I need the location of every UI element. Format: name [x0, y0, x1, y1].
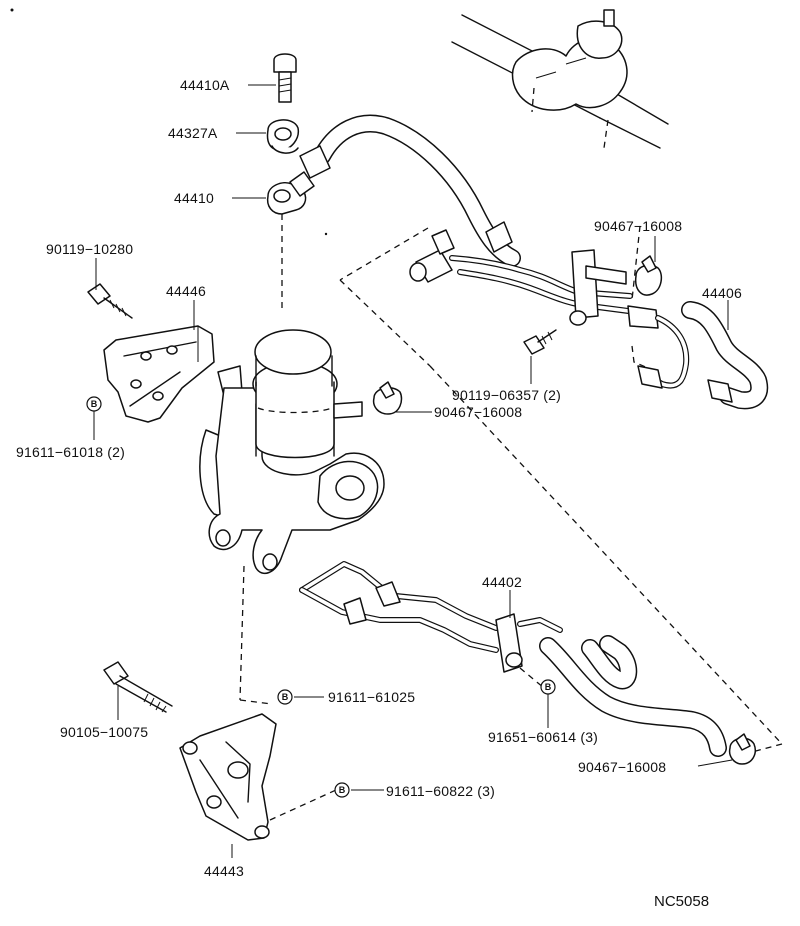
- svg-text:B: B: [339, 785, 346, 795]
- pressure-tube: [409, 229, 690, 389]
- bracket-44446: [103, 325, 215, 423]
- svg-text:B: B: [91, 399, 98, 409]
- circle-b-mark-91611-60822: B: [334, 782, 350, 798]
- label-44446: 44446: [166, 283, 206, 299]
- label-91651-60614: 91651−60614 (3): [488, 729, 598, 745]
- label-44327A: 44327A: [168, 125, 218, 141]
- circle-b-mark-91611-61025: B: [277, 689, 293, 705]
- gasket-44327A: [266, 119, 300, 154]
- assembly-phantom-lines: [239, 214, 783, 821]
- lower-return-hose: [539, 635, 727, 757]
- svg-text:B: B: [545, 682, 552, 692]
- label-44443: 44443: [204, 863, 244, 879]
- corner-mark: [10, 8, 14, 12]
- label-91611-61018: 91611−61018 (2): [16, 444, 125, 460]
- bracket-44443: [179, 713, 277, 841]
- label-44406: 44406: [702, 285, 742, 301]
- label-90467-16008-lower: 90467−16008: [578, 759, 666, 775]
- label-44402: 44402: [482, 574, 522, 590]
- label-91611-61025: 91611−61025: [328, 689, 415, 705]
- label-90467-16008-reservoir: 90467−16008: [434, 404, 522, 420]
- label-91611-60822: 91611−60822 (3): [386, 783, 495, 799]
- hose-clamp-reservoir: [372, 381, 403, 415]
- union-bolt-44410A: [273, 53, 297, 103]
- bolt-90119-10280: [87, 283, 133, 319]
- bolt-90119-06357: [523, 329, 557, 355]
- bolt-90105-10075: [103, 661, 173, 713]
- pressure-hose: [266, 114, 521, 267]
- pressure-tube-44402: [299, 561, 563, 673]
- circle-b-mark-91651-60614: B: [540, 679, 556, 695]
- stray-dot: [324, 232, 328, 236]
- return-hose-44406: [681, 301, 769, 410]
- label-90119-06357: 90119−06357 (2): [452, 387, 561, 403]
- label-90467-16008-upper: 90467−16008: [594, 218, 682, 234]
- label-44410: 44410: [174, 190, 214, 206]
- hose-clamp-lower: [728, 733, 756, 765]
- label-44410A: 44410A: [180, 77, 230, 93]
- hose-clamp-upper: [634, 255, 663, 296]
- label-90105-10075: 90105−10075: [60, 724, 148, 740]
- circle-b-mark-91611-61018: B: [86, 396, 102, 412]
- document-code: NC5058: [654, 893, 709, 910]
- steering-gear-housing: [451, 9, 669, 149]
- power-steering-pump: [199, 329, 385, 575]
- svg-text:B: B: [282, 692, 289, 702]
- label-90119-10280: 90119−10280: [46, 241, 133, 257]
- leader-lines: [93, 84, 733, 858]
